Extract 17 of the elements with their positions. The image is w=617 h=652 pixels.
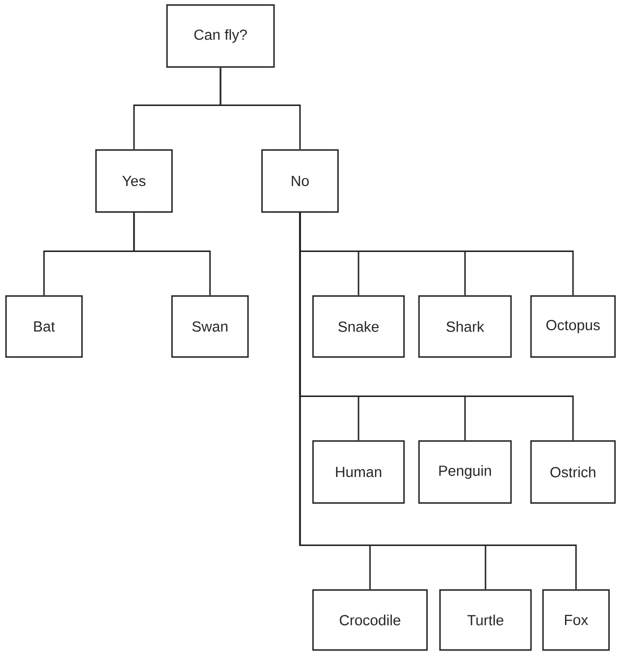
tree-box: Shark bbox=[418, 295, 512, 358]
connector-line bbox=[220, 68, 301, 150]
connector-line bbox=[133, 212, 211, 296]
tree-box: Turtle bbox=[439, 589, 532, 651]
tree-box: Human bbox=[312, 440, 405, 504]
tree-box: Octopus bbox=[530, 295, 616, 358]
tree-box: Swan bbox=[171, 295, 249, 358]
tree-box: Fox bbox=[542, 589, 610, 651]
tree-box: Bat bbox=[5, 295, 83, 358]
tree-box: Ostrich bbox=[530, 440, 616, 504]
tree-box: Penguin bbox=[418, 440, 512, 504]
tree-box: Can fly? bbox=[166, 4, 275, 68]
connector-line bbox=[299, 212, 577, 590]
tree-box: Snake bbox=[312, 295, 405, 358]
tree-box: Yes bbox=[95, 149, 173, 213]
tree-box: Crocodile bbox=[312, 589, 428, 651]
tree-box: No bbox=[261, 149, 339, 213]
